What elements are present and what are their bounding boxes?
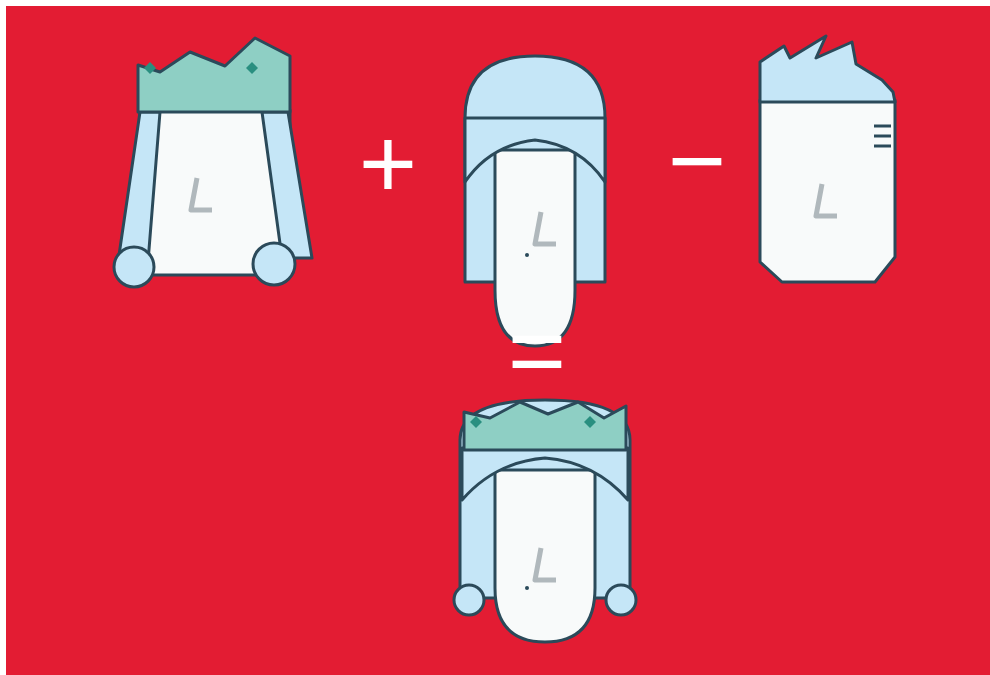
woman-head-part	[525, 253, 529, 257]
queen-head-part	[584, 416, 596, 428]
queen-head-part	[470, 416, 482, 428]
woman-head-part	[465, 118, 605, 182]
king-head-part	[246, 62, 258, 74]
queen-head-part	[495, 470, 595, 642]
king-head-part	[191, 178, 212, 210]
plus-sign: +	[359, 113, 417, 213]
queen-head-part	[535, 548, 556, 580]
man-head-part	[874, 145, 891, 148]
equals-sign: =	[508, 300, 566, 400]
queen-head	[454, 400, 636, 642]
man-head-part	[760, 100, 895, 282]
background	[6, 6, 990, 675]
king-head-part	[262, 112, 312, 258]
minus-sign: −	[668, 110, 726, 210]
queen-head-part	[525, 586, 529, 590]
king-head-part	[118, 112, 160, 262]
queen-head-part	[454, 585, 484, 615]
man-head-part	[760, 36, 895, 102]
man-head-part	[874, 135, 891, 138]
queen-head-part	[462, 448, 628, 500]
man-head-part	[874, 125, 891, 128]
man-head	[760, 36, 895, 282]
king-head-part	[114, 247, 154, 287]
man-head-part	[816, 184, 837, 216]
queen-head-part	[464, 402, 626, 450]
king-head	[114, 38, 312, 287]
woman-head-part	[534, 118, 537, 140]
king-head-part	[138, 38, 290, 112]
king-head-part	[144, 62, 156, 74]
king-head-part	[253, 243, 295, 285]
queen-head-part	[606, 585, 636, 615]
woman-head-part	[535, 212, 556, 244]
